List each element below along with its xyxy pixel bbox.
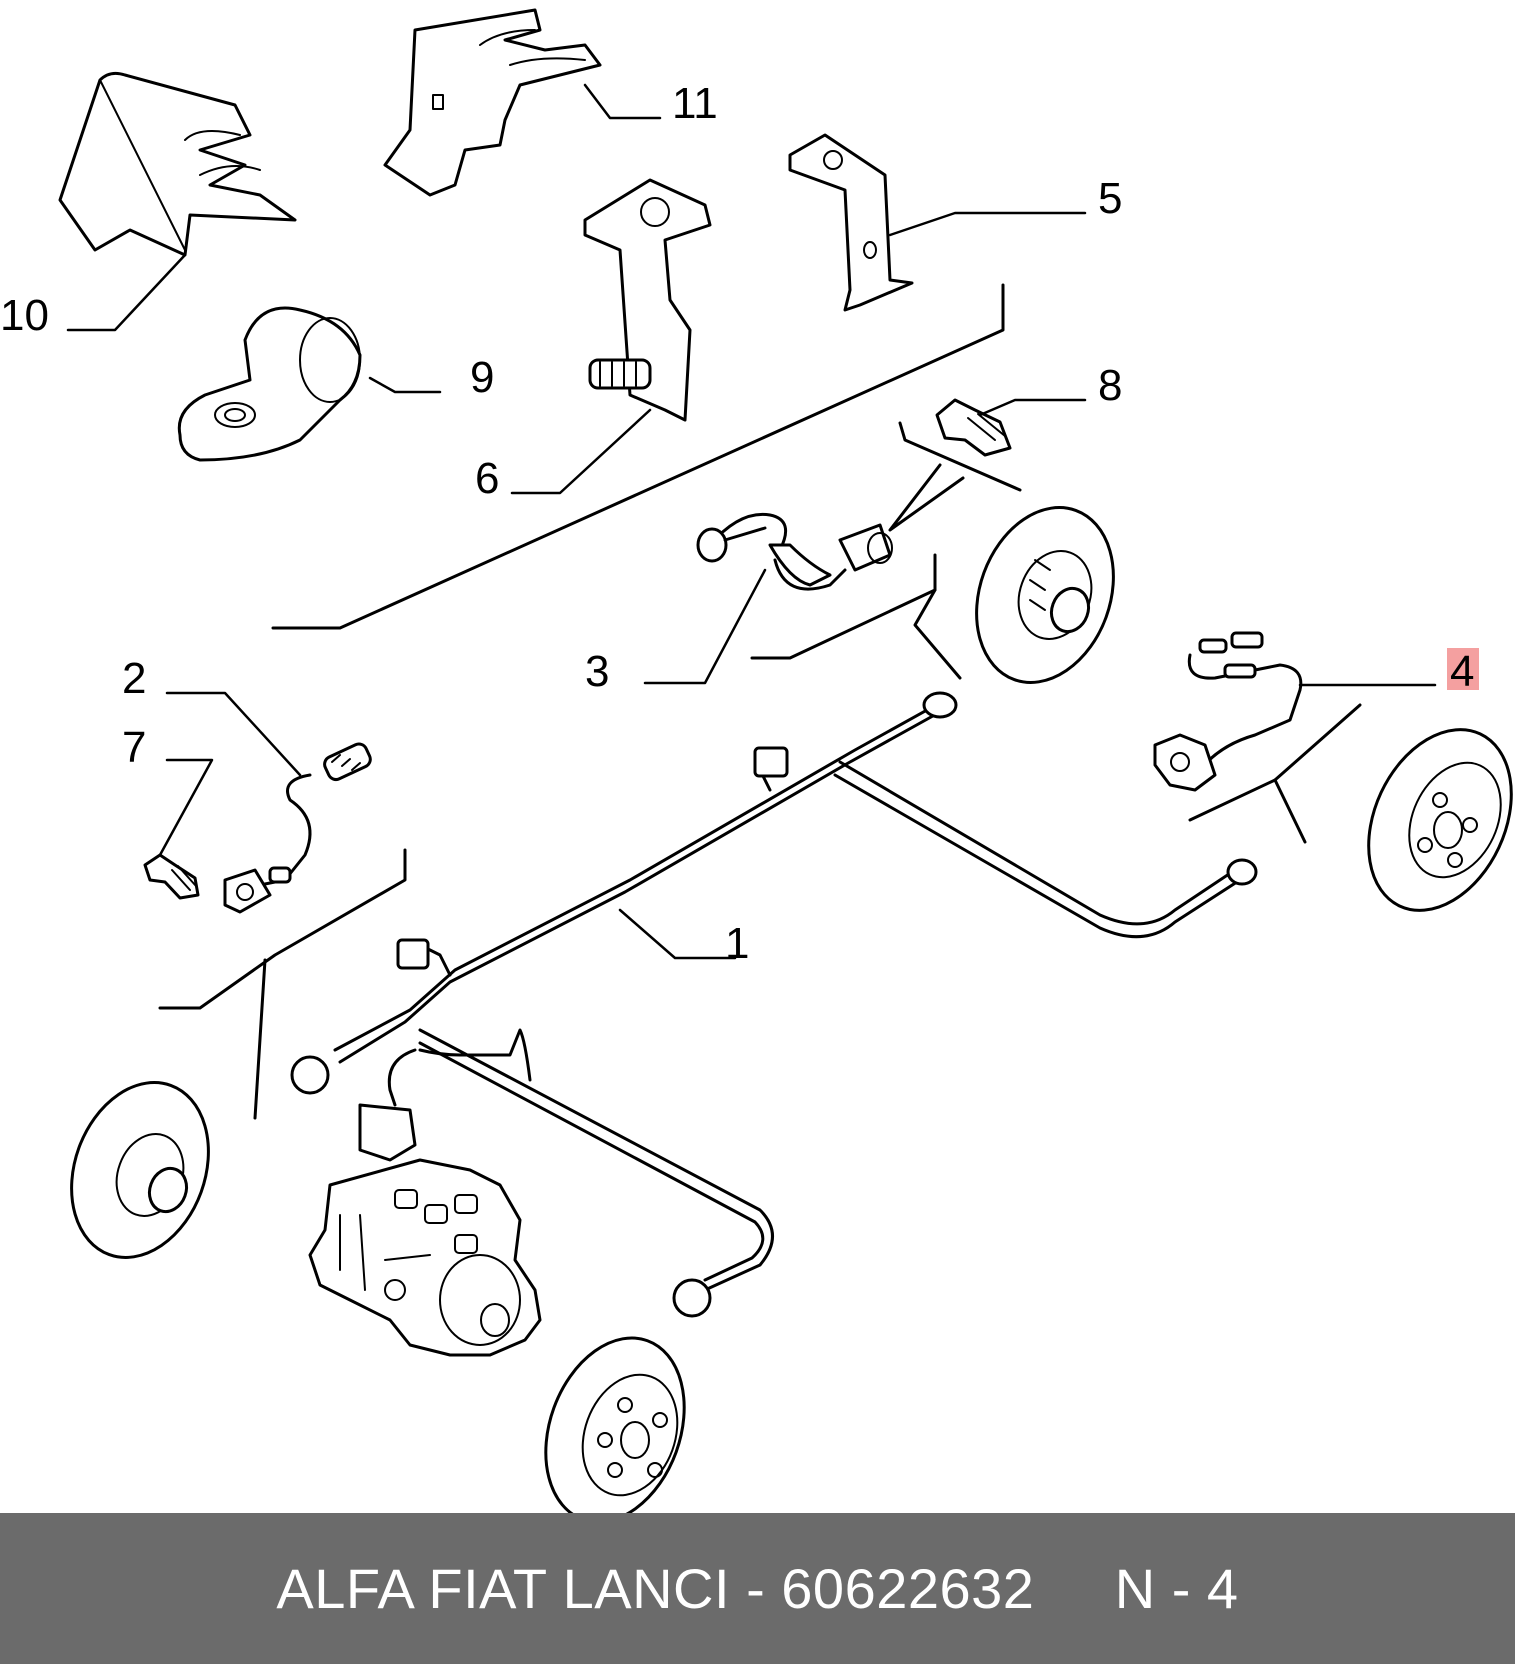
callout-8: 8 xyxy=(1098,361,1122,410)
part-11-bracket xyxy=(383,8,602,197)
leader-3 xyxy=(643,568,767,685)
parts-diagram: 1 2 3 4 5 6 7 8 9 10 11 xyxy=(0,8,1513,1513)
callout-9: 9 xyxy=(470,353,494,402)
bracket-4 xyxy=(1188,703,1362,822)
pointer-2 xyxy=(253,958,267,1120)
part-4-sensor xyxy=(1153,631,1303,792)
leader-6 xyxy=(510,408,652,495)
divider-upper xyxy=(271,283,1005,630)
part-10-bracket xyxy=(58,71,297,257)
callout-6: 6 xyxy=(475,454,499,503)
leader-1 xyxy=(618,908,737,960)
brake-disc-rear-left xyxy=(544,1336,686,1513)
callout-7: 7 xyxy=(122,723,146,772)
part-7-bolt xyxy=(143,853,200,900)
bracket-3 xyxy=(750,553,937,660)
callout-4: 4 xyxy=(1450,647,1474,696)
callout-3: 3 xyxy=(585,647,609,696)
part-9-clamp xyxy=(177,306,362,462)
callout-11: 11 xyxy=(672,79,718,128)
brake-disc-front-left xyxy=(70,1081,210,1259)
callout-4-highlight xyxy=(1447,648,1479,690)
leader-8 xyxy=(978,398,1087,417)
leader-5 xyxy=(888,211,1087,237)
brake-disc-rear-right xyxy=(1367,728,1513,912)
pointer-4 xyxy=(1273,778,1307,844)
leader-10 xyxy=(66,253,187,332)
abs-hydraulic-unit xyxy=(308,1158,542,1357)
footer-bar: ALFA FIAT LANCI - 60622632 N - 4 xyxy=(0,1513,1515,1664)
callout-5: 5 xyxy=(1098,174,1122,223)
brake-disc-front-right xyxy=(975,506,1115,684)
part-2-sensor xyxy=(223,742,372,914)
bracket-2 xyxy=(158,848,407,1010)
callout-2: 2 xyxy=(122,654,146,703)
part-1-harness xyxy=(290,691,1258,1318)
part-5-bracket xyxy=(788,133,914,312)
part-6-bracket-stud xyxy=(583,178,712,422)
bracket-8 xyxy=(898,421,1022,492)
part-8-bolt xyxy=(935,398,1012,457)
pointer-3 xyxy=(913,588,962,680)
callout-10: 10 xyxy=(0,291,49,340)
footer-part-number: ALFA FIAT LANCI - 60622632 N - 4 xyxy=(276,1557,1239,1620)
leader-2 xyxy=(165,691,302,777)
leader-11 xyxy=(583,83,662,120)
part-3-sensor xyxy=(696,512,893,591)
leader-9 xyxy=(368,376,442,394)
leader-7 xyxy=(158,758,214,857)
callout-1: 1 xyxy=(725,919,749,968)
pointer-8 xyxy=(888,463,965,532)
